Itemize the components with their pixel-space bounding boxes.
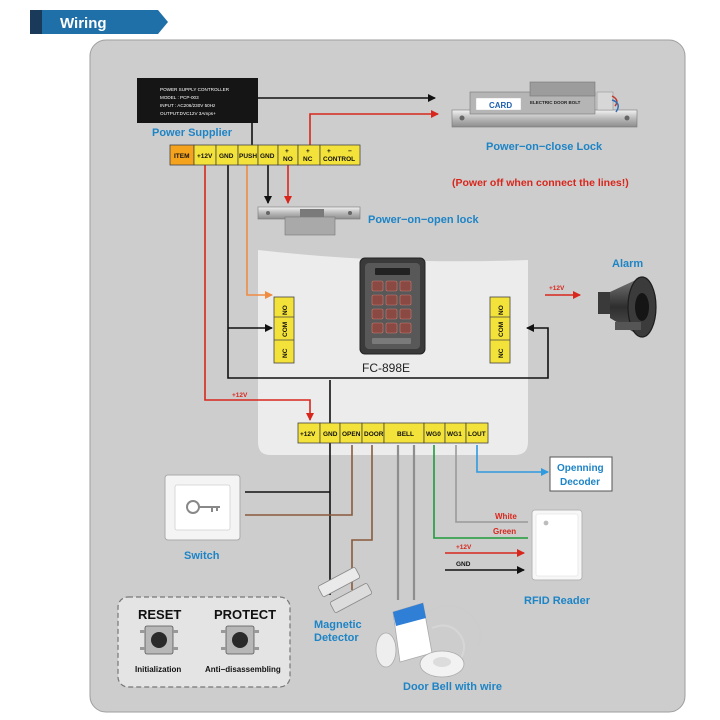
alarm-12v-label: +12V xyxy=(549,285,565,292)
exit-switch-image xyxy=(164,474,241,541)
term-push: PUSH xyxy=(239,153,257,160)
magnetic-detector-image xyxy=(317,567,373,613)
keypad-key xyxy=(371,308,384,320)
protect-button xyxy=(221,625,259,655)
term-gnd-2: GND xyxy=(260,153,275,160)
plate-line-2: MODEL : PCP-003 xyxy=(160,95,199,100)
plate-line-1: POWER SUPPLY CONTROLLER xyxy=(160,87,230,92)
keypad-key xyxy=(399,308,412,320)
bt-12v: +12V xyxy=(300,431,316,438)
term-control: CONTROL xyxy=(323,156,355,163)
bt-wg1: WG1 xyxy=(447,431,462,438)
relay-left-com: COM xyxy=(282,322,289,337)
door-bell-image xyxy=(375,602,482,678)
power-on-open-lock-image xyxy=(257,206,361,236)
plate-line-4: OUTPUT:DVC12V 3Amps+ xyxy=(160,111,216,116)
keypad-keys xyxy=(371,280,412,344)
alarm-label: Alarm xyxy=(612,258,643,270)
wire-close-lock-red xyxy=(309,110,439,145)
bt-door: DOOR xyxy=(364,431,384,438)
term-12v: +12V xyxy=(197,153,213,160)
keypad-model: FC-898E xyxy=(362,361,410,375)
term-nc: NC xyxy=(303,156,313,163)
term-ctrl-minus: − xyxy=(348,148,352,155)
power-terminal-block: ITEM +12V GND PUSH GND + NO + NC + − CON… xyxy=(169,144,361,166)
relay-left: NO COM NC xyxy=(273,296,295,364)
reset-caption: Initialization xyxy=(135,665,181,674)
wire-wg0 xyxy=(433,445,528,539)
bt-open: OPEN xyxy=(342,431,361,438)
term-no: NO xyxy=(283,156,293,163)
magnetic-line-1: Magnetic xyxy=(314,619,362,631)
relay-left-no: NO xyxy=(282,305,289,315)
rfid-white-label: White xyxy=(495,512,517,521)
bt-gnd: GND xyxy=(323,431,338,438)
relay-right: NO COM NC xyxy=(489,296,511,364)
opening-decoder-box: Openning Decoder xyxy=(549,456,613,492)
keypad-key xyxy=(399,294,412,306)
close-lock-brand: CARD xyxy=(489,101,512,110)
bottom-12v-label: +12V xyxy=(232,392,248,399)
alarm-siren-image xyxy=(598,276,657,338)
protect-title: PROTECT xyxy=(214,607,276,622)
wires xyxy=(204,94,581,600)
wire-push xyxy=(246,165,273,299)
switch-label: Switch xyxy=(184,550,220,562)
relay-right-no: NO xyxy=(498,305,505,315)
term-nc-plus: + xyxy=(306,148,310,155)
term-ctrl-plus: + xyxy=(327,148,331,155)
reset-button xyxy=(140,625,178,655)
rfid-gnd-label: GND xyxy=(456,561,471,568)
term-no-plus: + xyxy=(285,148,289,155)
power-off-note: (Power off when connect the lines!) xyxy=(452,177,629,189)
rfid-reader-image xyxy=(531,509,583,581)
header-banner: Wiring xyxy=(30,10,168,34)
relay-right-com: COM xyxy=(498,322,505,337)
bt-bell: BELL xyxy=(397,431,414,438)
keypad-key xyxy=(371,322,384,334)
protect-caption: Anti−disassembling xyxy=(205,665,281,674)
power-supply-plate: POWER SUPPLY CONTROLLER MODEL : PCP-003 … xyxy=(137,78,258,123)
bt-lout: LOUT xyxy=(468,431,486,438)
close-lock-title: ELECTRIC DOOR BOLT xyxy=(530,100,581,105)
decoder-line-1: Openning xyxy=(557,463,604,474)
power-on-close-lock-image: CARD ELECTRIC DOOR BOLT xyxy=(451,81,638,128)
wire-wg1 xyxy=(455,445,528,523)
keypad-key xyxy=(399,280,412,292)
rfid-label: RFID Reader xyxy=(524,595,591,607)
relay-right-nc: NC xyxy=(498,348,505,358)
keypad-key xyxy=(385,308,398,320)
header-title: Wiring xyxy=(60,15,107,32)
keypad-key xyxy=(399,322,412,334)
power-supplier-label: Power Supplier xyxy=(152,127,233,139)
keypad-bottom-bar xyxy=(372,338,411,344)
wire-lout xyxy=(476,445,549,476)
keypad-key xyxy=(385,280,398,292)
bottom-terminal-block: +12V GND OPEN DOOR BELL WG0 WG1 LOUT xyxy=(297,422,489,444)
wire-gnd-loop xyxy=(227,165,549,379)
doorbell-label: Door Bell with wire xyxy=(403,681,502,693)
keypad-key xyxy=(371,294,384,306)
wire-12v xyxy=(204,165,314,421)
reset-title: RESET xyxy=(138,607,181,622)
close-lock-label: Power−on−close Lock xyxy=(486,141,603,153)
magnetic-line-2: Detector xyxy=(314,632,359,644)
term-item: ITEM xyxy=(174,153,190,160)
decoder-line-2: Decoder xyxy=(560,477,600,488)
rfid-green-label: Green xyxy=(493,527,516,536)
bt-wg0: WG0 xyxy=(426,431,441,438)
keypad-key xyxy=(385,322,398,334)
term-gnd: GND xyxy=(219,153,234,160)
plate-line-3: INPUT : AC206/230V 50Hz xyxy=(160,103,216,108)
rfid-12v-label: +12V xyxy=(456,544,472,551)
open-lock-label: Power−on−open lock xyxy=(368,214,480,226)
wire-switch-brown xyxy=(245,445,353,516)
keypad-key xyxy=(385,294,398,306)
keypad-key xyxy=(371,280,384,292)
reset-protect-box: RESET PROTECT Initialization Anti−disass… xyxy=(117,596,291,688)
relay-left-nc: NC xyxy=(282,348,289,358)
wire-magnetic-brown xyxy=(351,445,373,590)
